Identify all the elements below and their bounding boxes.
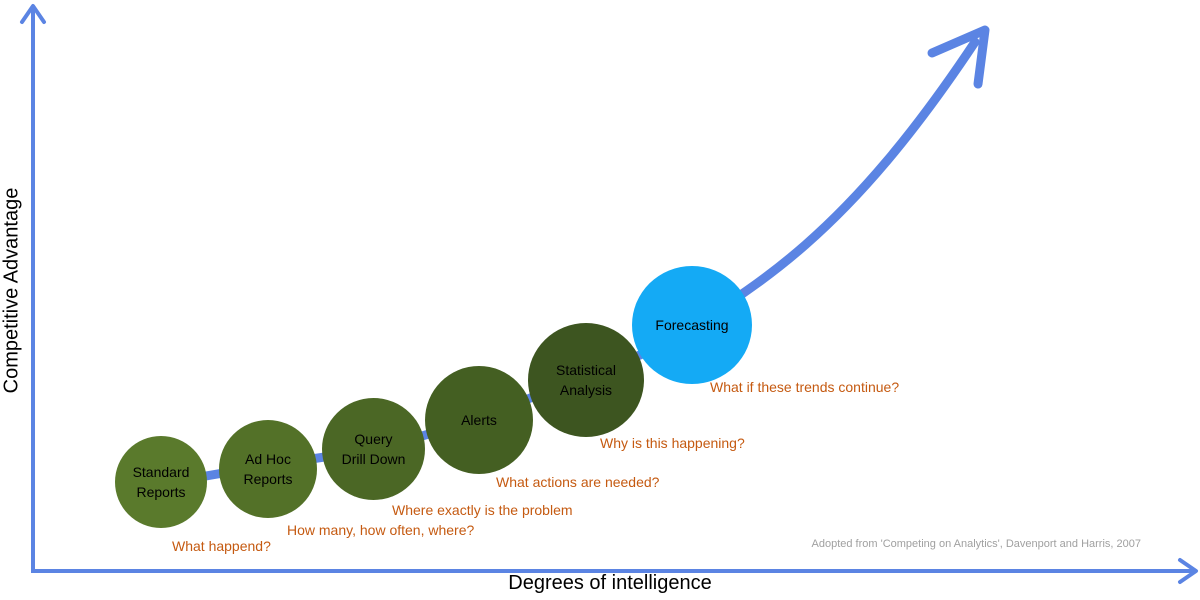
question-forecasting: What if these trends continue?	[710, 379, 900, 395]
stage-standard-reports: Standard Reports	[115, 436, 207, 528]
source-credit: Adopted from 'Competing on Analytics', D…	[811, 538, 1142, 550]
question-ad-hoc-reports: How many, how often, where?	[287, 522, 475, 538]
y-axis-label: Competitive Advantage	[0, 187, 23, 394]
stage-statistical-analysis: Statistical Analysis	[528, 323, 644, 437]
stage-forecasting: Forecasting	[632, 266, 752, 384]
growth-curve-arrowhead	[927, 25, 990, 89]
stage-query-drill-down: Query Drill Down	[322, 398, 425, 500]
x-axis-label: Degrees of intelligence	[508, 572, 712, 594]
question-standard-reports: What happend?	[172, 538, 271, 554]
x-axis-arrowhead	[1178, 558, 1198, 584]
y-axis-arrowhead	[20, 4, 46, 24]
question-query-drill-down: Where exactly is the problem	[392, 502, 573, 518]
question-statistical-analysis: Why is this happening?	[600, 435, 745, 451]
stage-ad-hoc-reports: Ad Hoc Reports	[219, 420, 317, 518]
question-alerts: What actions are needed?	[496, 474, 660, 490]
stage-alerts: Alerts	[425, 366, 533, 474]
